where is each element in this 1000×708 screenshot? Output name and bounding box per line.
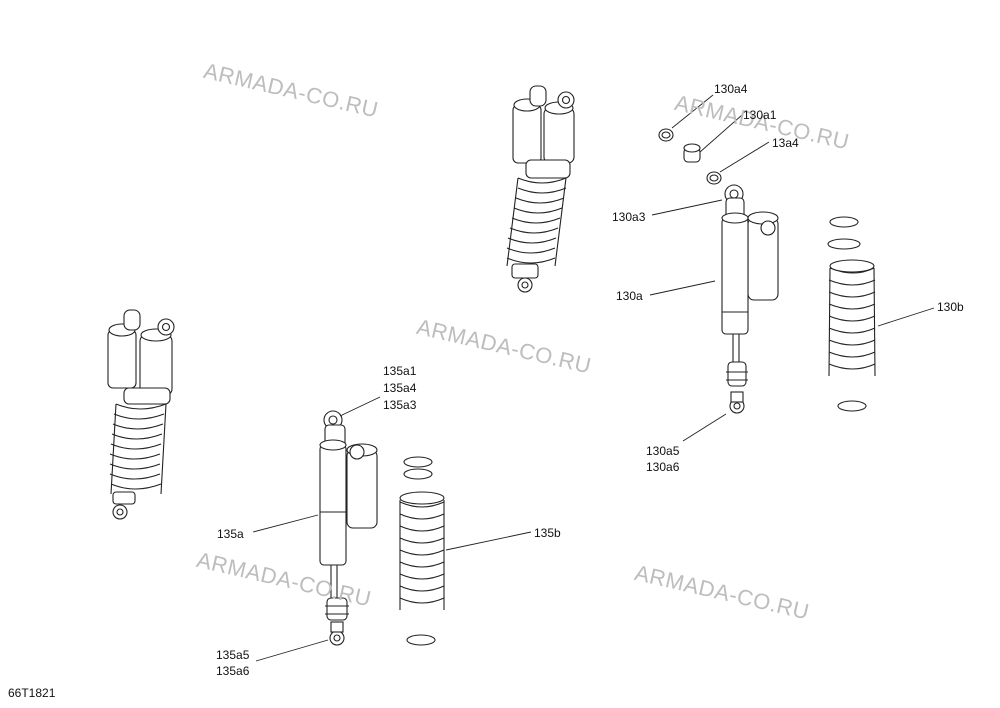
label-135a3: 135a3 [383, 398, 417, 412]
label-13a4: 13a4 [772, 136, 799, 150]
assembled-shock-rear [506, 85, 575, 293]
label-135a6: 135a6 [216, 664, 250, 678]
label-130a3: 130a3 [612, 210, 646, 224]
label-130a1: 130a1 [743, 108, 777, 122]
exploded-shock-rear [658, 128, 876, 414]
leader-lines [252, 94, 935, 662]
assembled-shock-front [107, 309, 175, 520]
exploded-shock-front [319, 410, 445, 646]
label-130b: 130b [937, 300, 964, 314]
label-130a6: 130a6 [646, 460, 680, 474]
label-135a: 135a [217, 527, 244, 541]
label-135a1: 135a1 [383, 364, 417, 378]
diagram-id: 66T1821 [8, 686, 56, 700]
label-130a5: 130a5 [646, 444, 680, 458]
label-135a5: 135a5 [216, 648, 250, 662]
label-135b: 135b [534, 526, 561, 540]
label-135a4: 135a4 [383, 381, 417, 395]
label-130a: 130a [616, 289, 643, 303]
label-130a4-top: 130a4 [714, 82, 748, 96]
